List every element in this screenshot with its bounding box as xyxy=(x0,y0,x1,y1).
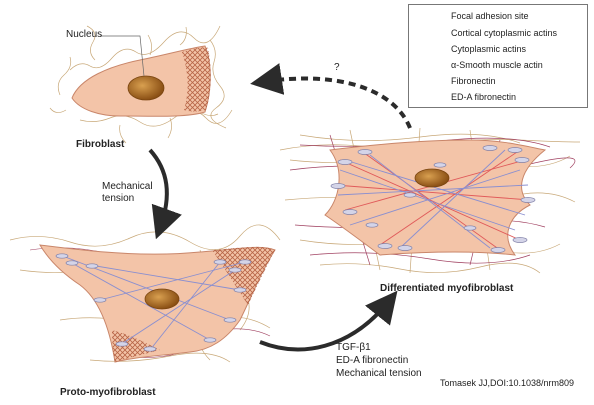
mechanical-tension-label-line2: tension xyxy=(102,193,135,204)
citation-label: Tomasek JJ,DOI:10.1038/nrm809 xyxy=(440,378,574,388)
fibroblast-fibronectin-fibers xyxy=(49,25,233,144)
legend-label: α-Smooth muscle actin xyxy=(451,60,543,70)
proto-to-myofibroblast-arrow xyxy=(259,290,398,352)
legend-label: Focal adhesion site xyxy=(451,11,529,21)
legend: Focal adhesion site Cortical cytoplasmic… xyxy=(408,4,588,108)
differentiated-myofibroblast-cell xyxy=(279,127,581,274)
factor-tension-label: Mechanical tension xyxy=(336,368,422,379)
legend-label: ED-A fibronectin xyxy=(451,92,517,102)
legend-item: α-Smooth muscle actin xyxy=(409,59,589,73)
proto-myofibroblast-cell xyxy=(9,224,281,363)
reversion-dashed-arrow xyxy=(250,63,412,129)
legend-label: Fibronectin xyxy=(451,76,496,86)
fibroblast-nucleus xyxy=(127,75,165,101)
fibroblast-label: Fibroblast xyxy=(76,139,125,150)
legend-item: Fibronectin xyxy=(409,75,589,89)
myofibroblast-nucleus xyxy=(414,168,450,188)
legend-label: Cytoplasmic actins xyxy=(451,44,527,54)
myofibroblast-cytoplasmic-actin xyxy=(337,149,529,249)
question-mark-label: ? xyxy=(334,62,340,73)
legend-item: Cytoplasmic actins xyxy=(409,43,589,57)
mechanical-tension-label-line1: Mechanical xyxy=(102,181,153,192)
nucleus-label: Nucleus xyxy=(66,29,103,40)
factor-tgf-label: TGF-β1 xyxy=(336,342,371,353)
legend-label: Cortical cytoplasmic actins xyxy=(451,28,558,38)
myofibroblast-sma-actin xyxy=(334,149,531,251)
legend-item: ED-A fibronectin xyxy=(409,91,589,105)
citation-author: Tomasek JJ, xyxy=(440,378,491,388)
proto-myofibroblast-label: Proto-myofibroblast xyxy=(60,387,156,398)
nucleus-pointer-line xyxy=(100,35,145,77)
proto-nucleus xyxy=(144,288,180,310)
legend-item: Focal adhesion site xyxy=(409,10,589,24)
fibroblast-to-proto-arrow xyxy=(148,148,182,240)
differentiated-myofibroblast-label: Differentiated myofibroblast xyxy=(380,283,514,294)
myofibroblast-focal-adhesions xyxy=(330,145,536,253)
citation-doi: DOI:10.1038/nrm809 xyxy=(490,378,575,388)
fibroblast-cell xyxy=(49,25,233,144)
legend-item: Cortical cytoplasmic actins xyxy=(409,27,589,41)
proto-focal-adhesions xyxy=(55,253,252,352)
factor-eda-label: ED-A fibronectin xyxy=(336,355,409,366)
